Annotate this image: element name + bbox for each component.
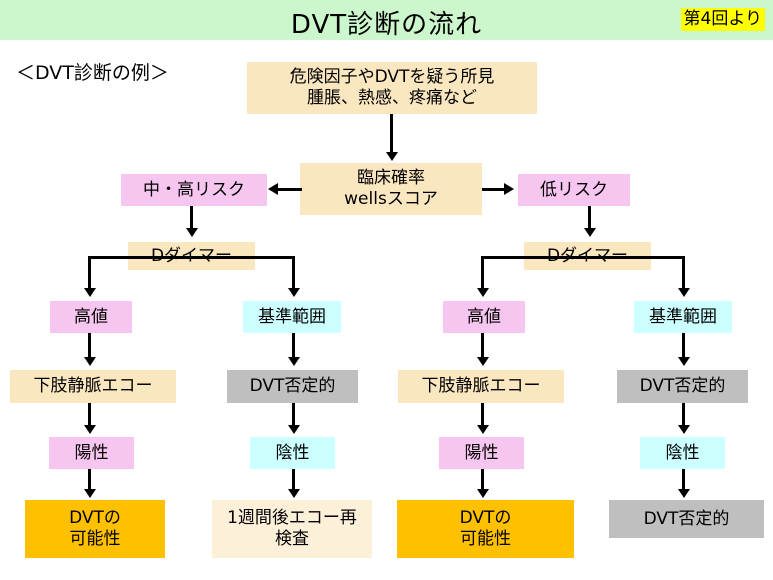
node-result-dvt-left: DVTの 可能性 xyxy=(25,500,165,558)
arrowhead-right-negative-to-deny xyxy=(678,489,690,498)
connector-ddimer-left-down-normal xyxy=(292,256,295,290)
subtitle-label: ＜DVT診断の例＞ xyxy=(16,62,169,84)
arrowhead-left-positive-to-dvt xyxy=(84,489,96,498)
node-left-negative-label: 陰性 xyxy=(275,442,310,463)
arrowhead-high-risk-to-ddimer xyxy=(186,228,198,237)
connector-right-negative-to-deny xyxy=(682,469,685,491)
node-right-positive: 陽性 xyxy=(439,437,524,469)
node-start-line2: 腫脹、熱感、疼痛など xyxy=(307,88,477,108)
node-left-deny-label: DVT否定的 xyxy=(249,376,336,397)
node-clinical-probability: 臨床確率 wellsスコア xyxy=(300,163,482,215)
node-start-line1: 危険因子やDVTを疑う所見 xyxy=(289,67,495,88)
connector-ddimer-right-down-normal xyxy=(682,256,685,290)
connector-left-negative-to-recheck xyxy=(292,469,295,491)
node-right-negative-label: 陰性 xyxy=(665,442,700,463)
node-result-recheck-line2: 検査 xyxy=(275,529,309,549)
connector-ddimer-right-down-high xyxy=(481,256,484,290)
connector-clinical-to-low-risk xyxy=(482,188,504,191)
arrowhead-left-negative-to-recheck xyxy=(288,489,300,498)
node-right-positive-label: 陽性 xyxy=(464,442,499,463)
node-left-echo-label: 下肢静脈エコー xyxy=(33,376,153,397)
node-left-echo: 下肢静脈エコー xyxy=(10,370,176,403)
connector-left-high-to-echo xyxy=(88,333,91,359)
connector-left-normal-to-deny xyxy=(292,333,295,359)
node-high-risk-label: 中・高リスク xyxy=(143,179,245,200)
arrowhead-right-normal-to-deny xyxy=(678,357,690,366)
node-low-risk: 低リスク xyxy=(518,174,630,206)
node-right-normal-range: 基準範囲 xyxy=(634,301,732,333)
node-ddimer-left-label: Dダイマー xyxy=(151,246,232,267)
connector-ddimer-right-split xyxy=(481,256,685,259)
node-result-recheck: 1週間後エコー再 検査 xyxy=(212,500,372,558)
node-result-dvt-left-line1: DVTの xyxy=(69,508,121,529)
connector-right-high-to-echo xyxy=(481,333,484,359)
arrowhead-left-normal-to-deny xyxy=(288,357,300,366)
node-result-dvt-left-line2: 可能性 xyxy=(69,529,121,549)
arrowhead-ddimer-left-high xyxy=(84,288,96,297)
node-result-recheck-line1: 1週間後エコー再 xyxy=(227,508,357,529)
node-result-deny-right: DVT否定的 xyxy=(609,500,764,538)
node-start: 危険因子やDVTを疑う所見 腫脹、熱感、疼痛など xyxy=(247,62,537,114)
connector-left-deny-to-negative xyxy=(292,403,295,427)
node-left-high-value: 高値 xyxy=(50,301,132,333)
node-left-positive-label: 陽性 xyxy=(74,442,109,463)
arrowhead-left-deny-to-negative xyxy=(288,425,300,434)
connector-left-positive-to-dvt xyxy=(88,469,91,491)
connector-right-deny-to-negative xyxy=(682,403,685,427)
node-left-negative: 陰性 xyxy=(250,437,335,469)
connector-right-normal-to-deny xyxy=(682,333,685,359)
node-right-echo: 下肢静脈エコー xyxy=(398,370,564,403)
connector-right-positive-to-dvt xyxy=(481,469,484,491)
connector-clinical-to-high-risk xyxy=(278,188,302,191)
node-left-normal-range: 基準範囲 xyxy=(243,301,341,333)
node-left-high-value-label: 高値 xyxy=(74,306,108,327)
node-right-deny: DVT否定的 xyxy=(617,370,748,403)
node-right-negative: 陰性 xyxy=(640,437,725,469)
connector-ddimer-left-split xyxy=(88,256,295,259)
connector-left-echo-to-positive xyxy=(88,403,91,427)
connector-high-risk-to-ddimer xyxy=(190,206,193,230)
node-result-deny-right-label: DVT否定的 xyxy=(643,508,730,529)
arrowhead-ddimer-right-normal xyxy=(678,288,690,297)
arrowhead-low-risk-to-ddimer xyxy=(584,228,596,237)
node-ddimer-right-label: Dダイマー xyxy=(547,246,628,267)
arrowhead-start-to-clinical xyxy=(386,152,398,161)
arrowhead-clinical-to-high-risk xyxy=(268,183,278,195)
node-left-positive: 陽性 xyxy=(49,437,134,469)
node-right-deny-label: DVT否定的 xyxy=(639,376,726,397)
title-banner: DVT診断の流れ 第4回より xyxy=(0,0,773,40)
connector-ddimer-left-down-high xyxy=(88,256,91,290)
source-badge: 第4回より xyxy=(680,8,765,32)
arrowhead-right-high-to-echo xyxy=(477,357,489,366)
connector-low-risk-to-ddimer xyxy=(588,206,591,230)
node-right-high-value-label: 高値 xyxy=(467,306,501,327)
arrowhead-left-echo-to-positive xyxy=(84,425,96,434)
node-left-normal-range-label: 基準範囲 xyxy=(258,306,326,327)
node-result-dvt-right: DVTの 可能性 xyxy=(397,500,574,558)
arrowhead-ddimer-right-high xyxy=(477,288,489,297)
node-clinical-line1: 臨床確率 xyxy=(357,168,425,189)
connector-start-to-clinical xyxy=(390,114,393,154)
arrowhead-right-echo-to-positive xyxy=(477,425,489,434)
node-high-risk: 中・高リスク xyxy=(121,174,267,206)
arrowhead-clinical-to-low-risk xyxy=(504,183,514,195)
page-title: DVT診断の流れ xyxy=(290,10,483,40)
node-result-dvt-right-line1: DVTの xyxy=(459,508,512,529)
node-right-normal-range-label: 基準範囲 xyxy=(649,306,717,327)
node-right-echo-label: 下肢静脈エコー xyxy=(421,376,541,397)
node-low-risk-label: 低リスク xyxy=(540,179,608,200)
node-left-deny: DVT否定的 xyxy=(227,370,358,403)
node-clinical-line2: wellsスコア xyxy=(344,189,438,209)
arrowhead-right-positive-to-dvt xyxy=(477,489,489,498)
arrowhead-right-deny-to-negative xyxy=(678,425,690,434)
arrowhead-left-high-to-echo xyxy=(84,357,96,366)
node-right-high-value: 高値 xyxy=(443,301,525,333)
arrowhead-ddimer-left-normal xyxy=(288,288,300,297)
connector-right-echo-to-positive xyxy=(481,403,484,427)
node-result-dvt-right-line2: 可能性 xyxy=(460,529,511,549)
